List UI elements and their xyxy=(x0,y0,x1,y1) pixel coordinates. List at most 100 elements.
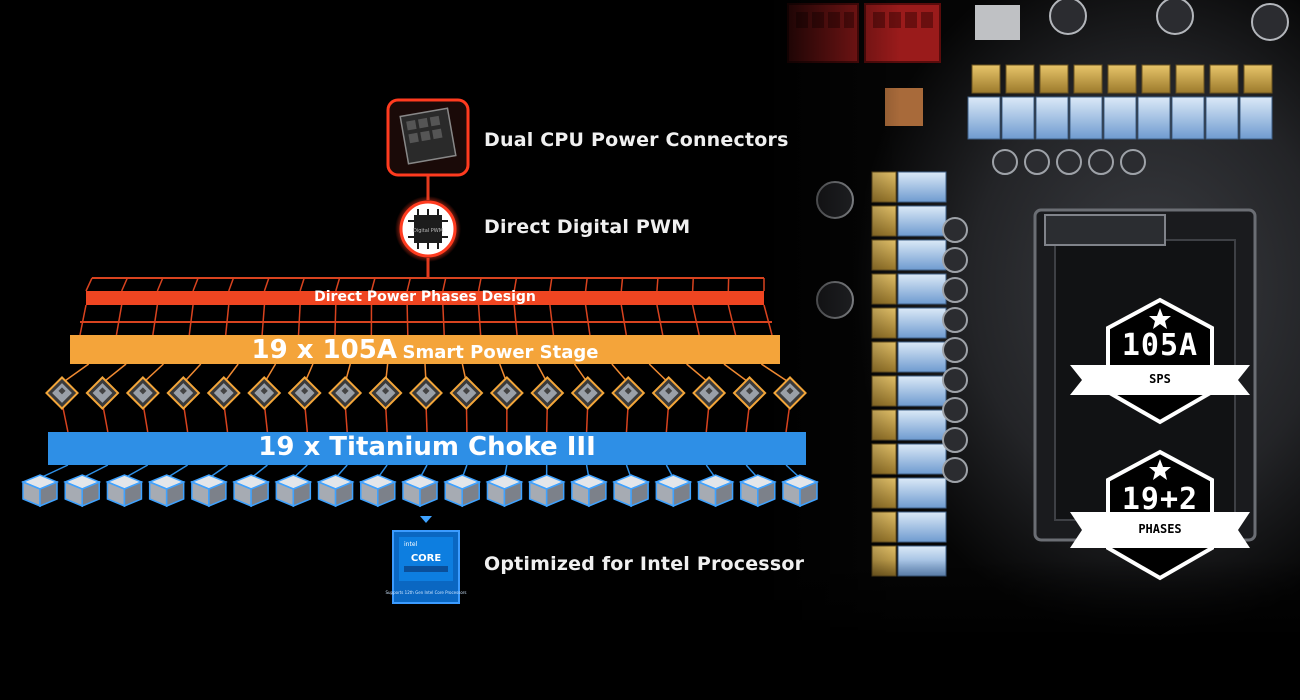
phases-badge xyxy=(1070,449,1250,581)
cube-line-1 xyxy=(81,464,109,479)
grid-line-mid-6 xyxy=(297,304,301,336)
inductor-top xyxy=(975,5,1020,40)
grid-line-mid-17 xyxy=(691,304,700,336)
power-stage-chip-12 xyxy=(489,376,524,410)
top-choke-6 xyxy=(1171,96,1205,140)
stage-line-0 xyxy=(61,363,90,384)
grid-line-top-15 xyxy=(620,277,624,292)
cube-right-19 xyxy=(799,480,818,508)
side-choke-7 xyxy=(897,409,947,441)
top-cap-4 xyxy=(1120,149,1146,175)
side-choke-8 xyxy=(897,443,947,475)
intel-arrow xyxy=(420,516,432,523)
grid-line-top-16 xyxy=(656,277,659,292)
cube-right-6 xyxy=(250,480,269,508)
top-choke-0 xyxy=(967,96,1001,140)
choke-cube-11 xyxy=(443,474,482,508)
top-gold-0 xyxy=(971,64,1001,94)
power-stage-name: Smart Power Stage xyxy=(402,342,599,363)
choke-cube-2 xyxy=(63,474,102,508)
top-gold-7 xyxy=(1209,64,1239,94)
side-cap-8 xyxy=(942,457,968,483)
grid-line-mid-13 xyxy=(549,304,555,336)
grid-line-top-10 xyxy=(442,277,447,292)
power-stage-chip-18 xyxy=(732,376,767,410)
phases-value: 19+2 xyxy=(1121,482,1199,517)
top-choke-8 xyxy=(1239,96,1273,140)
choke-cube-12 xyxy=(485,474,524,508)
choke-cube-17 xyxy=(696,474,735,508)
power-stage-chip-3 xyxy=(125,376,160,410)
grid-line-mid-0 xyxy=(79,304,87,336)
power-stage-chip-13 xyxy=(530,376,565,410)
power-stage-chips xyxy=(45,376,807,410)
phase-grid xyxy=(39,277,801,479)
cube-right-18 xyxy=(757,480,776,508)
cube-right-3 xyxy=(123,480,143,508)
grid-line-mid-19 xyxy=(763,304,773,336)
grid-line-mid-11 xyxy=(477,304,482,336)
top-gold-6 xyxy=(1175,64,1205,94)
phases-label: PHASES xyxy=(1138,522,1182,536)
cube-right-10 xyxy=(419,480,438,508)
power-stage-chip-11 xyxy=(449,376,484,410)
top-choke-2 xyxy=(1035,96,1069,140)
power-connector-icon xyxy=(386,98,470,177)
choke-cube-18 xyxy=(738,474,777,508)
top-gold-8 xyxy=(1243,64,1273,94)
stage-line-18 xyxy=(760,363,791,384)
top-choke-1 xyxy=(1001,96,1035,140)
choke-cube-13 xyxy=(527,474,566,508)
top-gold-4 xyxy=(1107,64,1137,94)
top-cap-3 xyxy=(1088,149,1114,175)
sps-label: SPS xyxy=(1149,372,1171,386)
choke-cube-10 xyxy=(401,474,439,508)
cube-right-1 xyxy=(39,480,58,508)
sps-badge xyxy=(1070,297,1250,425)
grid-line-top-3 xyxy=(192,277,199,292)
choke-cube-9 xyxy=(358,474,397,508)
grid-line-top-14 xyxy=(584,277,588,292)
grid-line-top-12 xyxy=(513,277,518,292)
power-stage-chip-8 xyxy=(328,376,363,410)
cube-right-5 xyxy=(208,480,227,508)
cube-right-11 xyxy=(461,480,480,508)
pwm-chip-icon: Digital PWM xyxy=(395,196,461,262)
cube-right-16 xyxy=(672,480,692,508)
grid-line-mid-4 xyxy=(224,304,230,336)
side-choke-5 xyxy=(897,341,947,373)
power-stage-chip-16 xyxy=(651,376,686,410)
intel-core-logo: intel CORE Supports 12th Gen Intel Core … xyxy=(385,530,467,604)
top-gold-3 xyxy=(1073,64,1103,94)
choke-text: 19 x Titanium Choke III xyxy=(258,432,596,462)
intel-core-text: CORE xyxy=(411,553,442,564)
top-choke-3 xyxy=(1069,96,1103,140)
choke-cube-4 xyxy=(147,474,186,508)
grid-line-mid-10 xyxy=(442,304,445,336)
power-stage-chip-4 xyxy=(166,376,201,410)
grid-line-top-2 xyxy=(156,277,164,292)
cube-right-8 xyxy=(334,480,354,508)
grid-line-top-7 xyxy=(335,277,341,292)
power-stage-chip-2 xyxy=(85,376,120,410)
side-cap-7 xyxy=(942,427,968,453)
grid-line-mid-1 xyxy=(115,304,123,336)
cube-right-4 xyxy=(165,480,185,508)
grid-line-top-13 xyxy=(549,277,553,292)
choke-cube-3 xyxy=(105,474,144,508)
choke-cube-6 xyxy=(232,474,271,508)
cube-right-2 xyxy=(81,480,100,508)
side-choke-10 xyxy=(897,511,947,543)
grid-line-mid-16 xyxy=(656,304,664,336)
cube-right-9 xyxy=(377,480,396,508)
cube-right-17 xyxy=(714,480,734,508)
power-stage-chip-1 xyxy=(45,376,79,410)
sps-value: 105A xyxy=(1121,328,1199,363)
side-cap-6 xyxy=(942,397,968,423)
grid-line-mid-18 xyxy=(727,304,737,336)
motherboard-photo xyxy=(760,0,1300,640)
intel-caption-text: Supports 12th Gen Intel Core Processors xyxy=(385,590,466,595)
power-stage-bar xyxy=(70,335,780,364)
side-cap-5 xyxy=(942,367,968,393)
